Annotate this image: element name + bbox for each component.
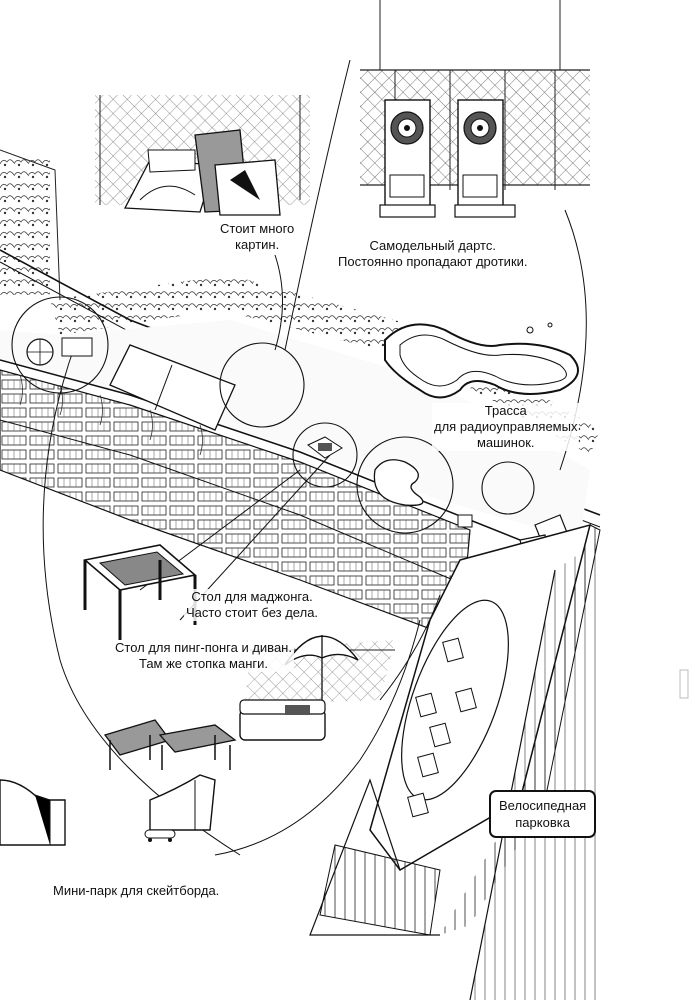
- label-mahjong: Стол для маджонга. Часто стоит без дела.: [184, 589, 321, 621]
- mahjong-table-large: [83, 544, 197, 640]
- label-rc-track: Трасса для радиоуправляемых машинок.: [432, 403, 580, 451]
- label-skate-park: Мини-парк для скейтборда.: [51, 883, 222, 899]
- mahjong-table-small: [307, 436, 343, 459]
- label-pingpong: Стол для пинг-понга и диван. Там же стоп…: [113, 640, 294, 672]
- label-rc-track-line3: машинок.: [476, 435, 535, 450]
- label-skate-park-line1: Мини-парк для скейтборда.: [53, 883, 220, 898]
- label-rc-track-line2: для радиоуправляемых: [434, 419, 578, 434]
- margin-mark: [679, 669, 689, 699]
- label-bike-parking-line2: парковка: [515, 815, 570, 830]
- label-paintings-line2: картин.: [235, 237, 280, 252]
- label-pingpong-line1: Стол для пинг-понга и диван.: [115, 640, 292, 655]
- pingpong-tables: [103, 719, 237, 770]
- label-darts-line2: Постоянно пропадают дротики.: [338, 254, 528, 269]
- label-pingpong-line2: Там же стопка манги.: [138, 656, 268, 671]
- sofa: [239, 699, 326, 741]
- rc-track-small: [373, 459, 424, 506]
- label-bike-parking-line1: Велосипедная: [499, 798, 587, 813]
- dartboard-left: [379, 99, 436, 218]
- label-paintings-line1: Стоит много: [220, 221, 295, 236]
- skate-ramps: [0, 774, 216, 846]
- label-mahjong-line2: Часто стоит без дела.: [186, 605, 319, 620]
- rooftop-court: [109, 344, 236, 431]
- label-darts: Самодельный дартс. Постоянно пропадают д…: [336, 238, 530, 270]
- paintings-area: [95, 95, 310, 216]
- label-mahjong-line1: Стол для маджонга.: [191, 589, 313, 604]
- rc-track: [384, 322, 579, 399]
- dartboard-right: [454, 99, 516, 218]
- umbrella-small: [26, 337, 93, 366]
- label-bike-parking: Велосипедная парковка: [489, 790, 597, 838]
- label-darts-line1: Самодельный дартс.: [369, 238, 496, 253]
- label-paintings: Стоит много картин.: [218, 221, 297, 253]
- label-rc-track-line1: Трасса: [484, 403, 527, 418]
- staircase-right: [469, 540, 600, 1000]
